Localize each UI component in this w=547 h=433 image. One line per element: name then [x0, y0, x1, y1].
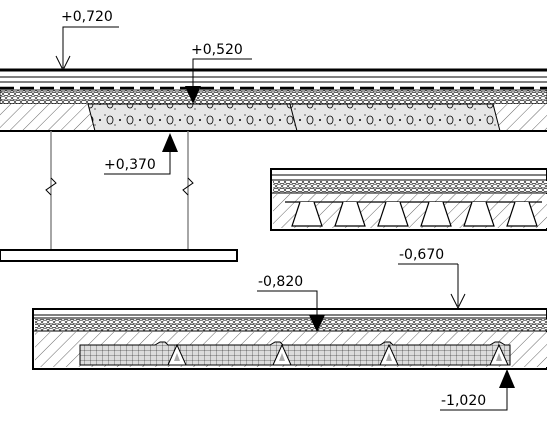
level-label-top-structure: +0,520	[191, 42, 243, 58]
level-marker-top-finish: +0,720	[55, 9, 119, 72]
middle-slab	[270, 168, 547, 231]
level-label-bottom-finish: -0,670	[399, 247, 444, 263]
level-label-top-finish: +0,720	[61, 9, 113, 25]
level-label-bottom-underside: -1,020	[441, 393, 486, 409]
level-marker-bottom-underside: -1,020	[440, 369, 515, 411]
level-marker-top-structure: +0,520	[185, 42, 252, 104]
level-marker-bottom-finish: -0,670	[398, 247, 466, 310]
suspended-ceiling	[0, 131, 238, 262]
level-label-bottom-structure: -0,820	[258, 274, 303, 290]
level-label-top-underside: +0,370	[104, 157, 156, 173]
upper-slab	[0, 68, 547, 132]
level-marker-top-underside: +0,370	[104, 133, 178, 175]
level-marker-bottom-structure: -0,820	[257, 274, 325, 332]
bottom-slab	[32, 308, 547, 370]
